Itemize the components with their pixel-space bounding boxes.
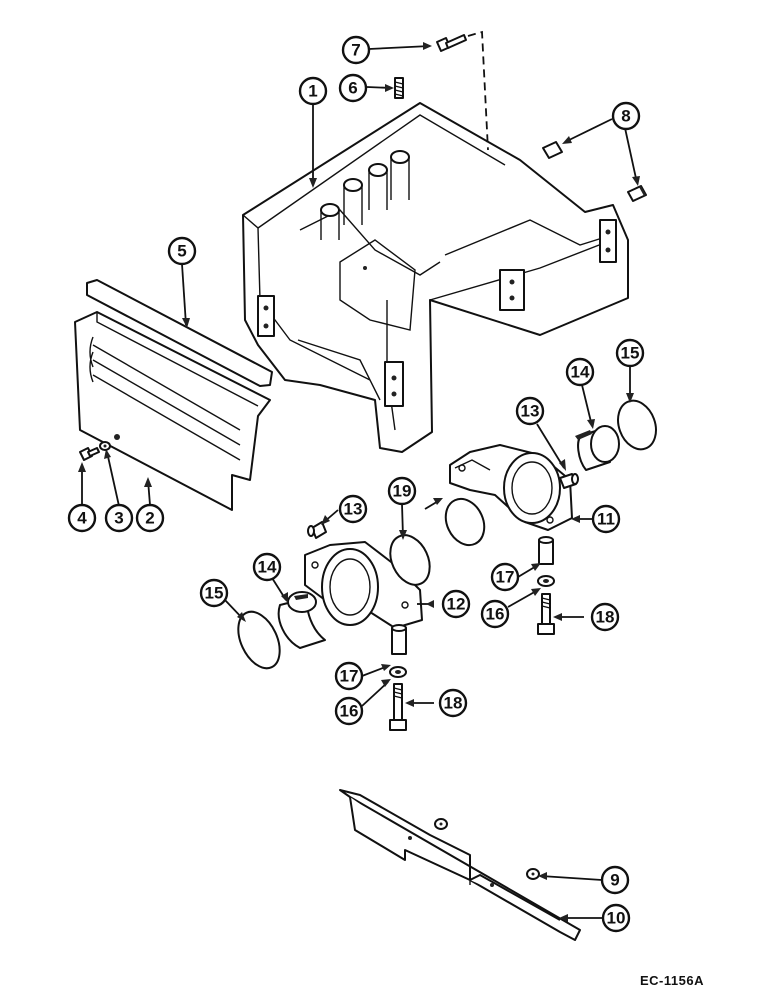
bolt-18-left — [389, 683, 407, 731]
arrowheads — [78, 42, 640, 922]
sleeve-17-right — [538, 536, 554, 565]
bearing-housing-11 — [449, 444, 573, 531]
callout-3-label: 3 — [114, 509, 123, 528]
callout-17-right: 17 — [490, 562, 520, 592]
callout-7: 7 — [341, 35, 371, 65]
seal-ring-19-right — [444, 497, 486, 547]
seal-ring-15-left — [237, 610, 281, 670]
seal-ring-15-right — [617, 399, 657, 451]
callout-16-right-label: 16 — [486, 605, 505, 624]
callout-6-label: 6 — [348, 79, 357, 98]
callout-7-label: 7 — [351, 41, 360, 60]
plate-assembly-2-5 — [74, 279, 273, 511]
callout-8: 8 — [611, 101, 641, 131]
callout-2: 2 — [135, 503, 165, 533]
callout-5: 5 — [167, 236, 197, 266]
callout-15-left: 15 — [199, 578, 229, 608]
grease-fitting-13-left — [307, 521, 327, 539]
callout-18-right: 18 — [590, 602, 620, 632]
callout-10-label: 10 — [607, 909, 626, 928]
callout-13-right: 13 — [515, 396, 545, 426]
bracket-10 — [339, 789, 581, 941]
drawing-reference-code: EC-1156A — [640, 973, 704, 988]
callout-17-left: 17 — [334, 661, 364, 691]
callout-13-left-label: 13 — [344, 500, 363, 519]
callout-9: 9 — [600, 865, 630, 895]
callout-14-right: 14 — [565, 357, 595, 387]
callout-2-label: 2 — [145, 509, 154, 528]
callout-15-left-label: 15 — [205, 584, 224, 603]
bushing-14-left — [277, 591, 326, 649]
callout-16-left: 16 — [334, 696, 364, 726]
callout-1-label: 1 — [308, 82, 317, 101]
callout-18-left-label: 18 — [444, 694, 463, 713]
callout-12-label: 12 — [447, 595, 466, 614]
screw-4-washer-3 — [79, 441, 111, 461]
dowel-pins-8 — [542, 141, 647, 202]
callout-9-label: 9 — [610, 871, 619, 890]
callout-14-left: 14 — [252, 552, 282, 582]
bolt-7 — [436, 30, 489, 151]
callout-15-right-label: 15 — [621, 344, 640, 363]
callout-16-left-label: 16 — [340, 702, 359, 721]
callout-18-right-label: 18 — [596, 608, 615, 627]
sleeve-17-left — [391, 624, 407, 655]
callout-10: 10 — [601, 903, 631, 933]
washer-9 — [434, 818, 540, 880]
grease-fitting-13-right — [559, 473, 579, 489]
washer-16-right — [537, 575, 555, 587]
callout-12: 12 — [441, 589, 471, 619]
callout-13-right-label: 13 — [521, 402, 540, 421]
callout-19: 19 — [387, 476, 417, 506]
bushing-14-right — [575, 425, 620, 471]
callout-13-left: 13 — [338, 494, 368, 524]
callout-17-right-label: 17 — [496, 568, 515, 587]
callout-11-label: 11 — [597, 510, 615, 529]
callout-19-label: 19 — [393, 482, 412, 501]
bolt-18-right — [537, 593, 555, 635]
callout-16-right: 16 — [480, 599, 510, 629]
callout-18-left: 18 — [438, 688, 468, 718]
callout-4-label: 4 — [77, 509, 87, 528]
callout-8-label: 8 — [621, 107, 630, 126]
callout-14-right-label: 14 — [571, 363, 590, 382]
callout-17-left-label: 17 — [340, 667, 359, 686]
callout-4: 4 — [67, 503, 97, 533]
callout-15-right: 15 — [615, 338, 645, 368]
washer-16-left — [389, 666, 407, 678]
front-support-housing — [242, 102, 629, 453]
callout-3: 3 — [104, 503, 134, 533]
callout-5-label: 5 — [177, 242, 186, 261]
callout-11: 11 — [591, 504, 621, 534]
callout-14-left-label: 14 — [258, 558, 277, 577]
stud-6 — [394, 77, 404, 99]
callout-1: 1 — [298, 76, 328, 106]
seal-ring-19-left — [389, 534, 431, 586]
callout-6: 6 — [338, 73, 368, 103]
